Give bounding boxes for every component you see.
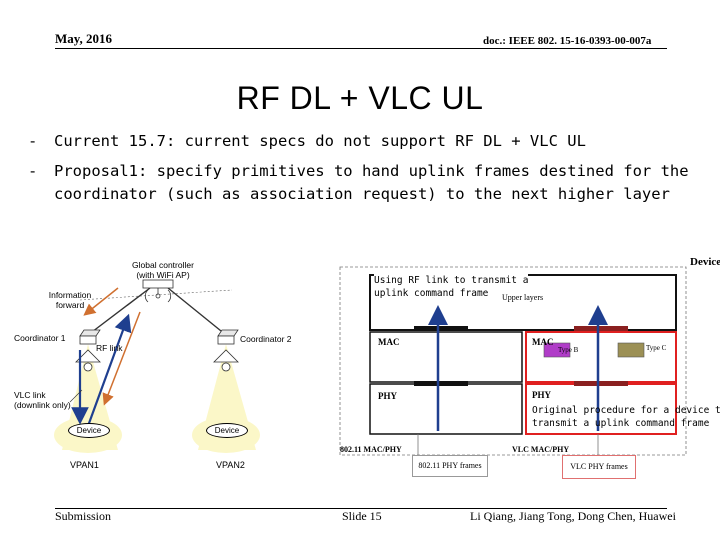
rf-arrow-orange <box>102 311 141 406</box>
wire-to-coordinator-1 <box>87 287 151 336</box>
wifi-ap-icon <box>142 279 174 303</box>
information-forward-line-1: Information <box>48 290 92 300</box>
note-original-procedure: Original procedure for a device to trans… <box>532 404 720 430</box>
device-2-node: Device <box>206 423 248 438</box>
vlc-link-line-2: (downlink only) <box>14 400 71 410</box>
note-original-line-2: transmit a uplink command frame <box>532 418 710 429</box>
note-rf-uplink-line-1: Using RF link to transmit a <box>374 275 529 286</box>
mac-phy-vlc-label: VLC MAC/PHY <box>512 445 570 454</box>
mac-label-left: MAC <box>378 337 400 347</box>
global-controller-label: Global controller (with WiFi AP) <box>118 260 208 280</box>
wire-to-coordinator-2 <box>167 287 227 336</box>
bullet-2-line-2: coordinator (such as association request… <box>54 185 670 203</box>
type-c-label: Type C <box>646 344 667 352</box>
coordinator-1-icon <box>79 329 101 345</box>
vlc-link-line-1: VLC link <box>14 390 46 400</box>
sap-bar-mac-right <box>574 381 628 386</box>
header-rule <box>55 48 667 49</box>
sap-bar-upper-right <box>574 326 628 331</box>
device-label: Device <box>690 256 720 268</box>
global-controller-line-2: (with WiFi AP) <box>136 270 190 280</box>
phy-box-80211 <box>369 383 523 435</box>
vlc-link-label: VLC link (downlink only) <box>14 390 71 410</box>
bullet-1-line-1: Current 15.7: current specs do not suppo… <box>54 132 586 150</box>
footer-rule <box>55 508 667 509</box>
footer-submission: Submission <box>55 509 112 523</box>
vpan-1-label: VPAN1 <box>70 460 99 470</box>
mac-phy-80211-label: 802.11 MAC/PHY <box>340 445 402 454</box>
mac-box-vlc <box>525 331 677 383</box>
coordinator-2-icon <box>217 329 239 345</box>
type-c-block <box>617 342 645 358</box>
sap-bar-upper-left <box>414 326 468 331</box>
sap-bar-mac-left <box>414 381 468 386</box>
note-rf-uplink: Using RF link to transmit a uplink comma… <box>374 274 529 300</box>
phy-frames-80211-box: 802.11 PHY frames <box>412 455 488 477</box>
phy-box-vlc <box>525 383 677 435</box>
rf-link-label: RF link <box>96 343 123 353</box>
info-forward-arrow <box>83 287 119 316</box>
lamp-icon-right <box>213 349 239 372</box>
lamp-icon-left <box>75 349 101 372</box>
header-doc-id: doc.: IEEE 802. 15-16-0393-00-007a <box>483 35 652 47</box>
information-forward-line-2: forward <box>55 300 85 310</box>
type-b-block <box>543 342 571 358</box>
mac-label-right: MAC <box>532 337 554 347</box>
coordinator-1-label: Coordinator 1 <box>14 333 66 343</box>
type-b-label: Type B <box>558 346 579 354</box>
upper-layers-label: Upper layers <box>502 293 544 302</box>
note-rf-uplink-line-2: uplink command frame <box>374 288 489 299</box>
coordinator-2-label: Coordinator 2 <box>240 334 292 344</box>
global-controller-line-1: Global controller <box>132 260 194 270</box>
phy-label-right: PHY <box>532 390 551 400</box>
information-forward-label: Information forward <box>40 290 100 310</box>
device-1-node: Device <box>68 423 110 438</box>
device-outline <box>339 266 687 456</box>
note-original-line-1: Original procedure for a device to <box>532 405 720 416</box>
phy-frames-vlc-box: VLC PHY frames <box>562 455 636 479</box>
mac-box-80211 <box>369 331 523 383</box>
footer-authors: Li Qiang, Jiang Tong, Dong Chen, Huawei <box>470 509 676 523</box>
bullet-2-line-1: Proposal1: specify primitives to hand up… <box>54 162 689 180</box>
header-date: May, 2016 <box>55 31 113 46</box>
vpan-2-label: VPAN2 <box>216 460 245 470</box>
bullet-1-dash: - <box>28 132 38 150</box>
bullet-2-dash: - <box>28 162 38 180</box>
rf-link-arrow <box>86 313 132 427</box>
slide-title: RF DL + VLC UL <box>236 80 484 116</box>
phy-label-left: PHY <box>378 391 397 401</box>
footer-slide-number: Slide 15 <box>342 509 382 523</box>
